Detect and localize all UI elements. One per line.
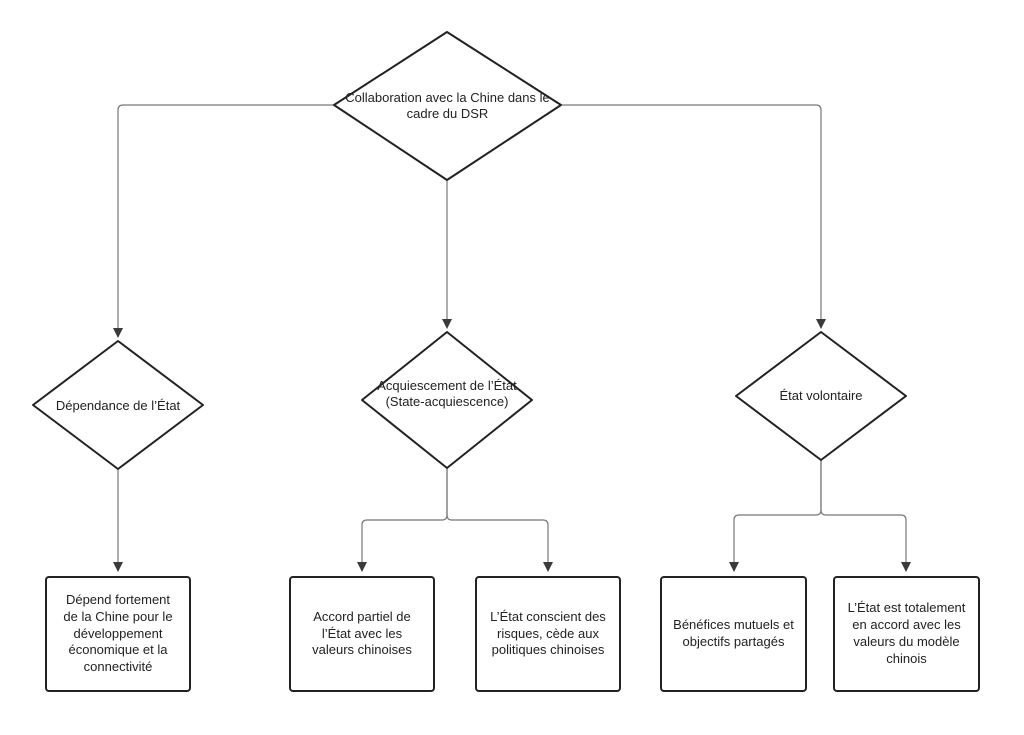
connector-volontaire-to-outcome-2: [820, 460, 911, 572]
connector-root-to-volontaire: [561, 104, 826, 329]
root-decision-label: Collaboration avec la Chine dans le cadr…: [345, 89, 550, 121]
connector-volontaire-to-outcome-1: [729, 460, 822, 572]
decision-diamond-acquiescement: [361, 331, 533, 469]
outcome-box-accord-partiel: Accord partiel de l’État avec les valeur…: [289, 576, 435, 692]
decision-diamond-dependance: [32, 340, 204, 470]
outcome-box-accord-total: L’État est totalement en accord avec les…: [833, 576, 980, 692]
decision-diamond-volontaire: [735, 331, 907, 461]
branch-label-dependance: Dépendance de l’État: [55, 397, 181, 413]
outcome-box-dependance: Dépend fortement de la Chine pour le dév…: [45, 576, 191, 692]
connector-root-to-dependance: [113, 104, 334, 338]
outcome-box-etat-conscient: L’État conscient des risques, cède aux p…: [475, 576, 621, 692]
decision-diamond-root: [333, 31, 562, 181]
branch-label-volontaire: État volontaire: [779, 387, 863, 403]
outcome-box-benefices-mutuels: Bénéfices mutuels et objectifs partagés: [660, 576, 807, 692]
connector-acquiescement-to-outcome-1: [357, 468, 448, 572]
connector-acquiescement-to-outcome-2: [446, 468, 553, 572]
branch-label-acquiescement: Acquiescement de l’État (State-acquiesce…: [377, 377, 517, 409]
